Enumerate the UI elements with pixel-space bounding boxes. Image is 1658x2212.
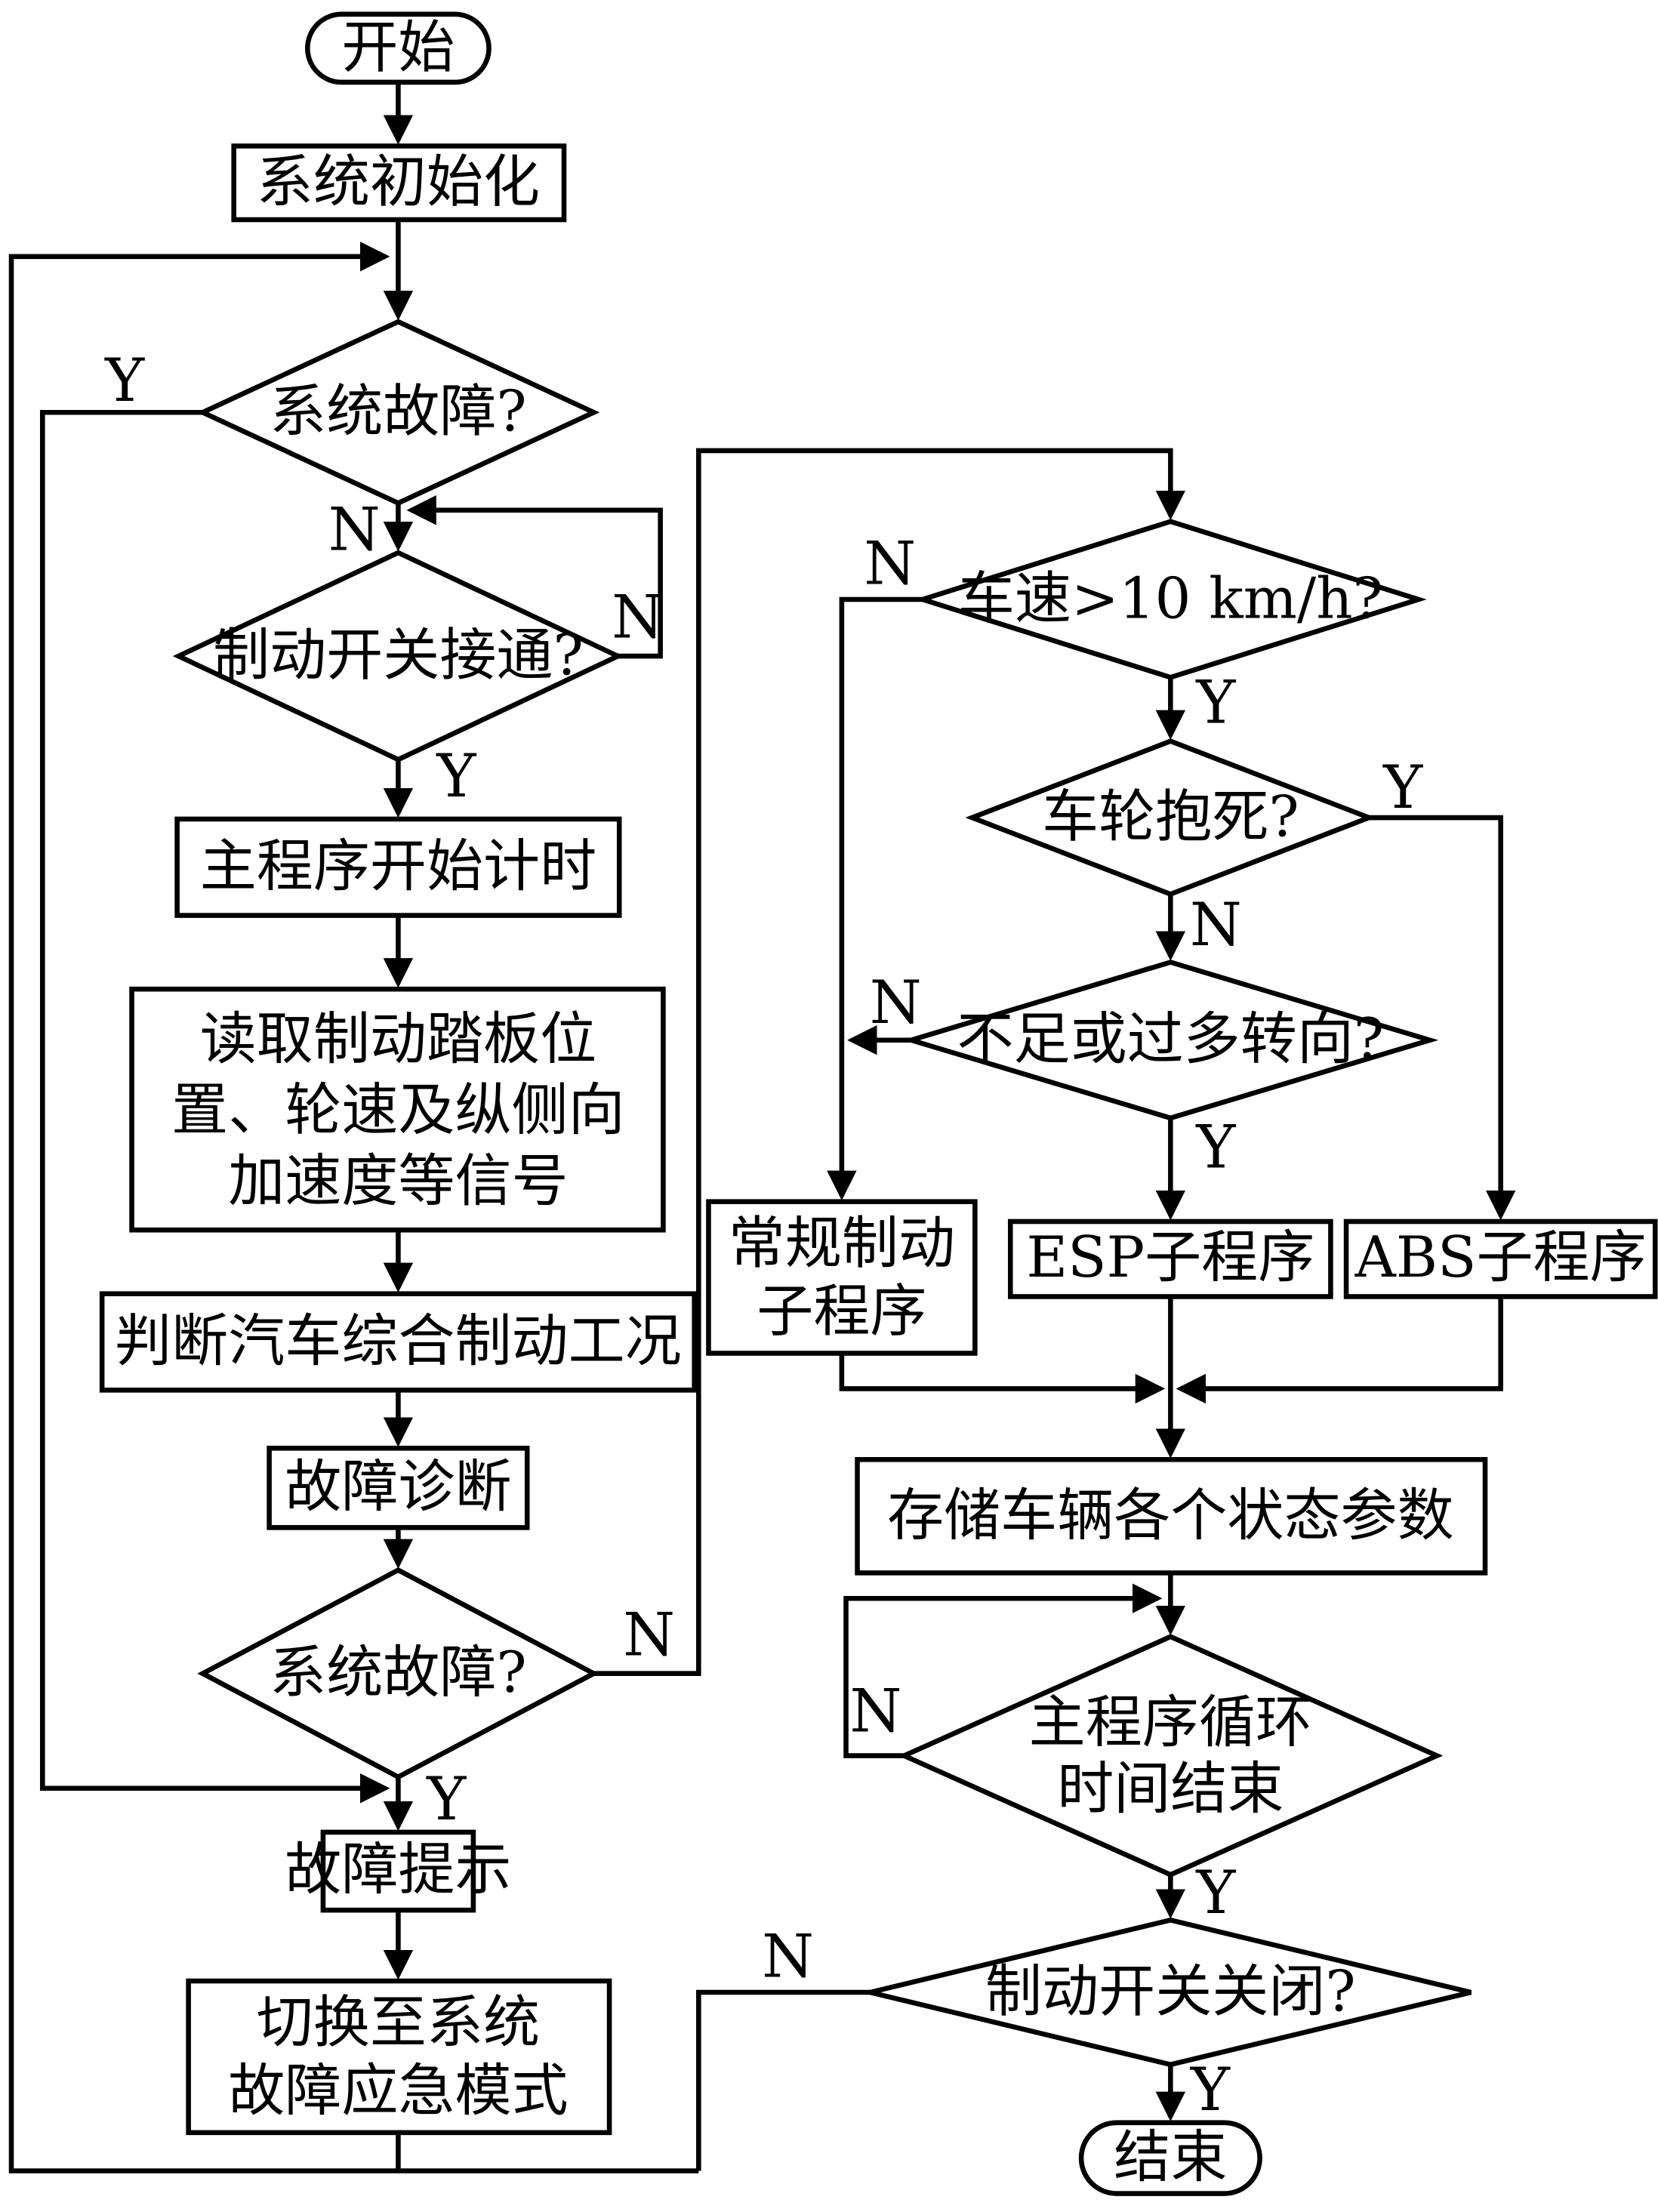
edge-label-fault2-no: N xyxy=(623,1600,675,1669)
node-system-init xyxy=(231,143,567,223)
node-judge-braking-condition xyxy=(99,1291,697,1393)
node-fault-prompt xyxy=(320,1829,476,1913)
edge-label-brakeoff-no: N xyxy=(762,1921,814,1991)
node-start xyxy=(305,11,492,85)
node-system-fault-check-2 xyxy=(197,1567,599,1780)
node-end xyxy=(1078,2120,1262,2196)
edge-speed-no xyxy=(827,596,923,1201)
edge-label-fault1-no: N xyxy=(328,494,381,564)
edge-label-lock-yes: Y xyxy=(1382,753,1423,822)
edge-lock-yes xyxy=(1369,815,1516,1221)
edge-brakeon-no-loop xyxy=(406,495,663,659)
node-label-system-init: 系统初始化 xyxy=(257,149,540,215)
node-fault-diagnosis xyxy=(267,1445,530,1530)
edge-label-lock-no: N xyxy=(1190,890,1242,960)
node-store-state-params xyxy=(855,1457,1488,1576)
edge-label-brakeoff-yes: Y xyxy=(1190,2055,1231,2124)
node-label-loop-time-end-line2: 时间结束 xyxy=(1057,1755,1284,1822)
node-label-fault-diagnosis: 故障诊断 xyxy=(285,1453,511,1520)
node-wheel-lock-check xyxy=(965,738,1376,897)
node-label-loop-time-end-line1: 主程序循环 xyxy=(1029,1689,1312,1755)
edge-label-speed-no: N xyxy=(864,528,916,598)
edge-fault2-no xyxy=(593,448,1186,1676)
edge-fault1-yes-loop xyxy=(40,409,390,1804)
node-esp-subroutine xyxy=(1007,1218,1333,1299)
node-loop-time-end xyxy=(898,1634,1444,1878)
node-label-emergency-mode-line1: 切换至系统 xyxy=(257,1989,540,2056)
edge-label-loop-yes: Y xyxy=(1195,1858,1236,1927)
node-speed-check xyxy=(914,519,1427,680)
edge-normal-merge xyxy=(839,1353,1166,1404)
node-main-program-timer xyxy=(174,816,622,918)
node-label-normal-brake-line2: 子程序 xyxy=(757,1277,926,1344)
node-brake-switch-off xyxy=(869,1917,1472,2068)
node-abs-subroutine xyxy=(1343,1218,1658,1299)
edge-label-speed-yes: Y xyxy=(1195,667,1236,737)
edge-label-loop-no: N xyxy=(849,1677,901,1746)
node-label-speed-check: 车速>10 km/h? xyxy=(958,565,1383,631)
node-label-system-fault-check-2: 系统故障? xyxy=(270,1639,527,1705)
node-label-start: 开始 xyxy=(341,14,455,80)
edge-bottom-feedback xyxy=(8,242,699,2173)
edge-abs-merge xyxy=(1176,1296,1503,1404)
node-label-fault-prompt: 故障提示 xyxy=(285,1836,511,1902)
node-label-system-fault-check-1: 系统故障? xyxy=(270,378,527,445)
node-read-signals xyxy=(129,986,666,1233)
node-label-judge-braking-condition: 判断汽车综合制动工况 xyxy=(115,1308,682,1374)
edge-label-brakeon-no: N xyxy=(612,583,664,652)
node-label-esp-subroutine: ESP子程序 xyxy=(1026,1224,1314,1290)
edge-label-brakeon-yes: Y xyxy=(436,741,476,811)
node-label-main-program-timer: 主程序开始计时 xyxy=(200,833,596,899)
edge-label-fault2-yes: Y xyxy=(426,1764,467,1834)
node-label-read-signals-line2: 置、轮速及纵侧向 xyxy=(171,1077,625,1143)
node-label-end: 结束 xyxy=(1114,2124,1227,2190)
node-label-normal-brake-line1: 常规制动 xyxy=(729,1209,955,1276)
node-emergency-mode xyxy=(186,1978,612,2136)
node-normal-brake-subroutine xyxy=(706,1199,978,1356)
node-label-read-signals-line3: 加速度等信号 xyxy=(228,1148,568,1214)
node-label-steering-check: 不足或过多转向? xyxy=(957,1006,1384,1072)
node-system-fault-check-1 xyxy=(196,319,600,506)
node-label-brake-switch-off: 制动开关关闭? xyxy=(985,1958,1356,2024)
node-label-abs-subroutine: ABS子程序 xyxy=(1354,1224,1647,1290)
node-brake-switch-on xyxy=(172,550,624,762)
node-label-wheel-lock-check: 车轮抱死? xyxy=(1042,783,1299,849)
edge-label-fault1-yes: Y xyxy=(104,346,145,415)
node-label-emergency-mode-line2: 故障应急模式 xyxy=(228,2057,568,2124)
node-label-store-state-params: 存储车辆各个状态参数 xyxy=(887,1482,1454,1548)
edge-label-steer-yes: Y xyxy=(1195,1113,1236,1182)
edge-brakeoff-no xyxy=(696,1989,871,2171)
edge-label-steer-no: N xyxy=(870,968,922,1037)
node-label-brake-switch-on: 制动开关接通? xyxy=(213,621,584,688)
node-label-read-signals-line1: 读取制动踏板位 xyxy=(200,1006,596,1072)
node-steering-check xyxy=(902,960,1439,1121)
edge-loop-no xyxy=(843,1583,1163,1758)
